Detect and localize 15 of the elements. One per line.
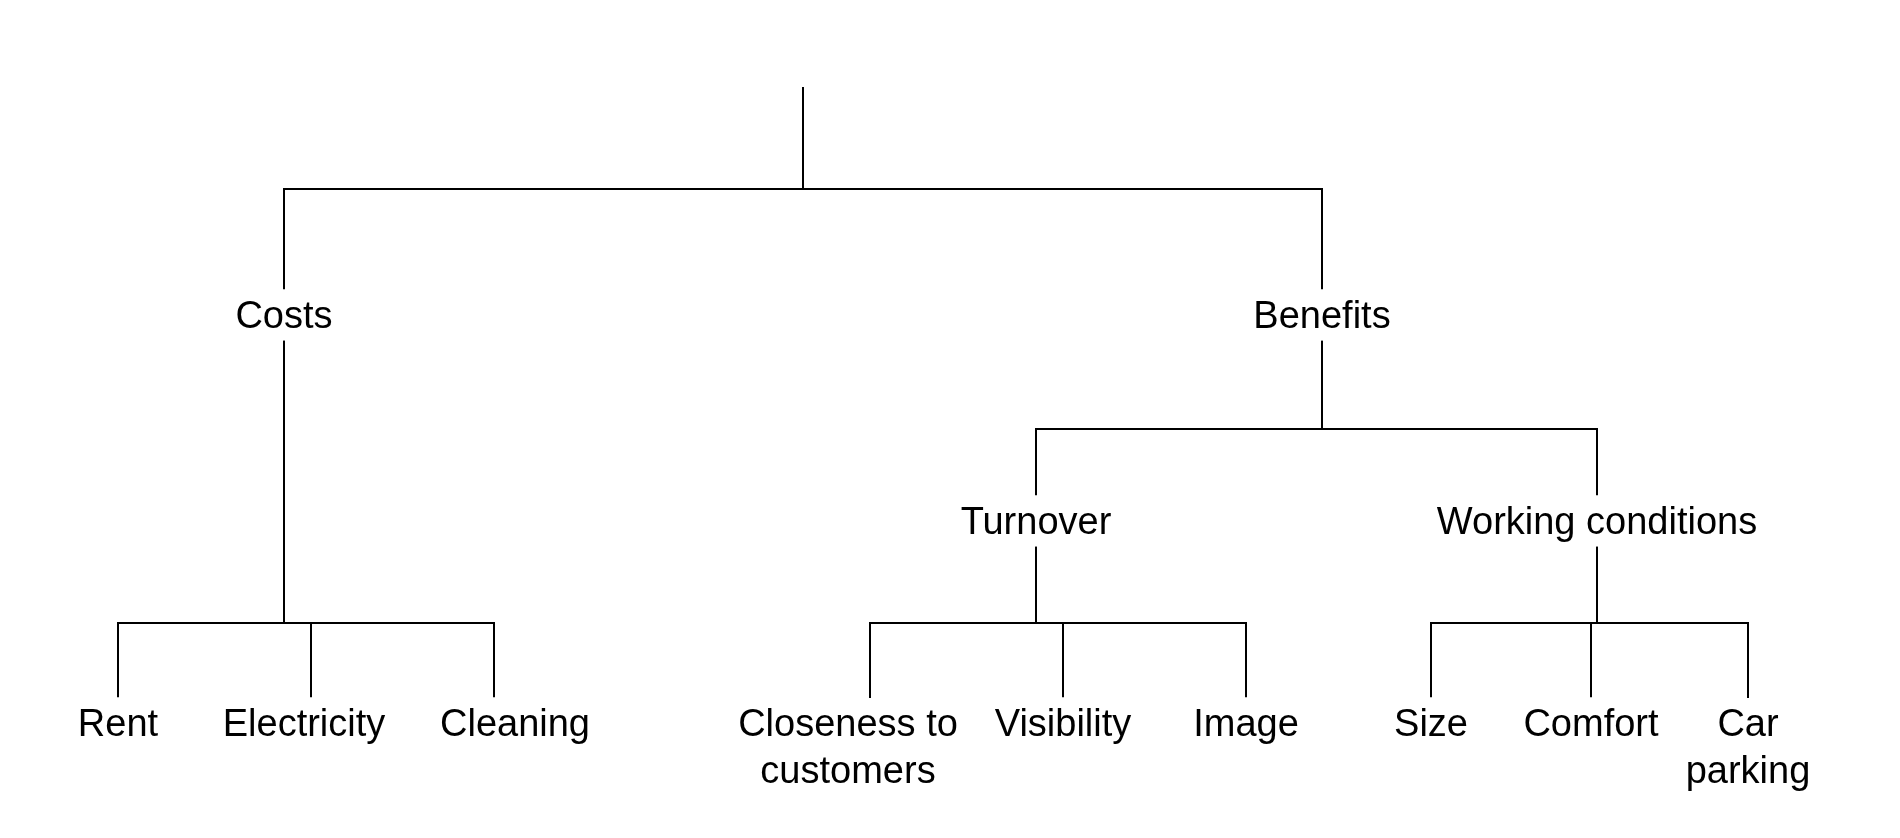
connector-line xyxy=(802,86,1323,291)
node-label: Image xyxy=(1193,700,1299,746)
node-label: Costs xyxy=(235,292,333,338)
node-label: Cleaning xyxy=(440,700,590,746)
node-label: Size xyxy=(1394,700,1468,746)
node-label: Working conditions xyxy=(1436,498,1758,544)
node-label: Closeness to customers xyxy=(737,701,959,793)
connector-line xyxy=(1596,545,1749,699)
node-label: Electricity xyxy=(222,700,386,746)
node-label: Rent xyxy=(77,700,159,746)
node-label: Comfort xyxy=(1523,700,1659,746)
node-label: Car parking xyxy=(1684,701,1812,793)
node-label: Benefits xyxy=(1253,292,1391,338)
node-label: Turnover xyxy=(960,498,1112,544)
node-label: Visibility xyxy=(994,700,1132,746)
